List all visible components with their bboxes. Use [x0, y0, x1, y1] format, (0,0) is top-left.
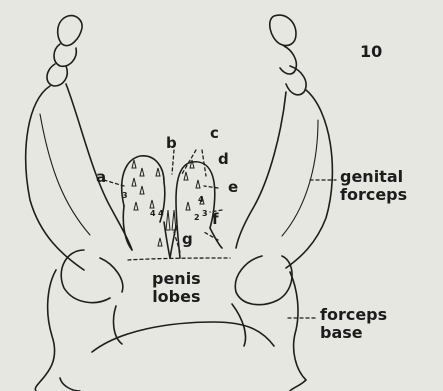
numeral-4: 4 [198, 196, 204, 204]
right-forceps-arm [235, 15, 332, 305]
penis-lobes-line2: lobes [152, 288, 201, 306]
label-e: e [228, 180, 238, 195]
numeral-3: 4 [158, 210, 164, 218]
label-c: c [210, 126, 219, 141]
forceps-base-line1: forceps [320, 306, 387, 324]
numeral-1: 3 [122, 192, 128, 200]
numeral-5: 3 [202, 210, 208, 218]
label-a: a [96, 170, 106, 185]
label-forceps-base: forceps base [320, 306, 387, 343]
genital-forceps-line2: forceps [340, 186, 407, 204]
numeral-6: 2 [194, 214, 200, 222]
label-genital-forceps: genital forceps [340, 168, 407, 205]
label-f: f [212, 212, 219, 227]
figure-number: 10 [360, 44, 382, 60]
forceps-base-line2: base [320, 324, 387, 342]
setae-cluster [132, 160, 204, 246]
label-penis-lobes: penis lobes [152, 270, 201, 307]
label-b: b [166, 136, 177, 151]
label-d: d [218, 152, 229, 167]
leader-lines [104, 150, 336, 318]
penis-lobes-line1: penis [152, 270, 201, 288]
numeral-2: 4 [150, 210, 156, 218]
genital-forceps-line1: genital [340, 168, 407, 186]
label-g: g [182, 232, 193, 247]
left-forceps-arm [26, 16, 132, 303]
